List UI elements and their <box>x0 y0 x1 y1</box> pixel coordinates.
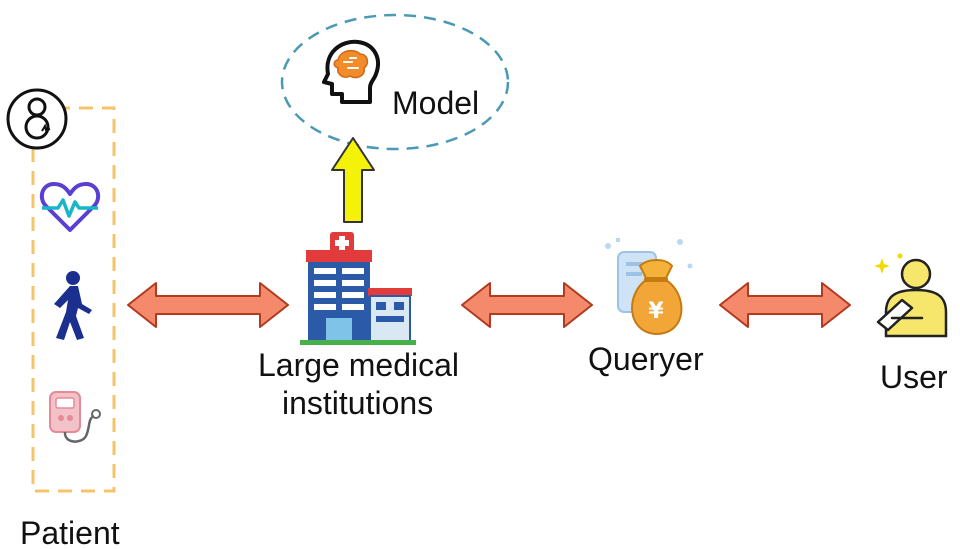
heartbeat-icon <box>39 182 101 232</box>
user-label: User <box>880 359 948 395</box>
double-arrow-queryer-user <box>719 282 851 328</box>
money-bag-icon: ¥ <box>605 238 693 336</box>
institution-label-line1: Large medical <box>258 347 459 383</box>
patient-label: Patient <box>20 515 120 549</box>
double-arrow-patient-institution <box>127 282 289 328</box>
walking-person-icon <box>54 271 92 340</box>
model-label: Model <box>392 85 480 121</box>
institution-label-line2: institutions <box>282 385 434 421</box>
privacy-badge-icon <box>6 88 68 150</box>
queryer-label: Queryer <box>588 341 704 377</box>
brain-head-icon <box>322 39 380 104</box>
blood-pressure-monitor-icon <box>49 391 101 443</box>
svg-text:¥: ¥ <box>648 299 664 324</box>
user-icon <box>874 253 948 338</box>
double-arrow-institution-queryer <box>461 282 593 328</box>
hospital-icon <box>300 232 416 345</box>
up-arrow <box>331 137 375 223</box>
